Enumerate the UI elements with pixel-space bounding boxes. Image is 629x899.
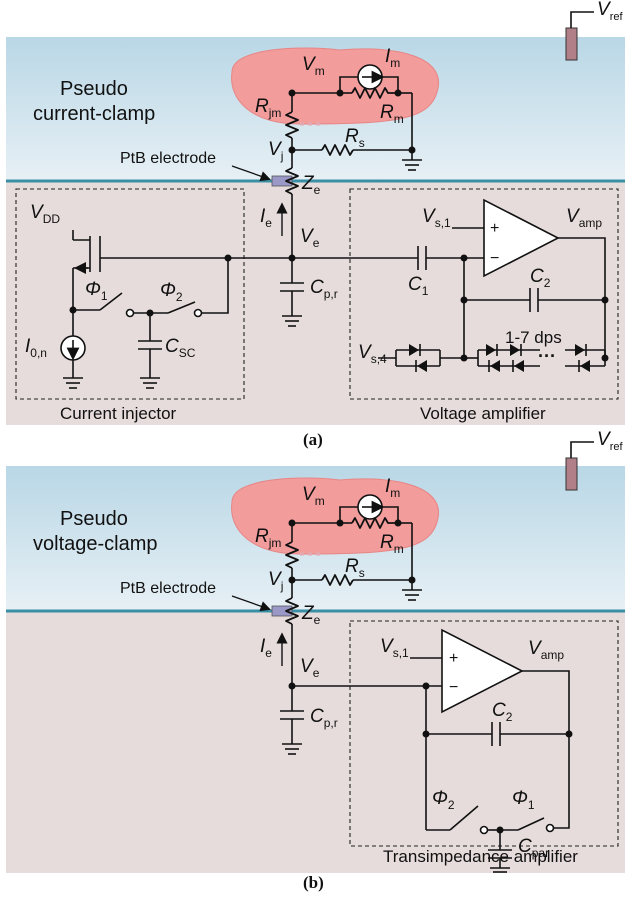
- vm-label: Vm: [302, 484, 325, 508]
- tissue-region: [6, 611, 625, 873]
- switch-phi2: [167, 301, 196, 314]
- plus-sign: +: [490, 220, 499, 237]
- ellipsis: ···: [538, 346, 556, 366]
- electrode-label: PtB electrode: [120, 580, 216, 597]
- ptb-electrode-pad: [271, 175, 293, 187]
- current-injector-label: Current injector: [60, 404, 177, 423]
- resistor-rjm: [285, 111, 299, 139]
- ground-symbol: [63, 377, 83, 389]
- vamp-label: Vamp: [566, 206, 602, 230]
- ze-label: Ze: [301, 603, 321, 627]
- ve-label: Ve: [300, 226, 320, 250]
- minus-sign: −: [449, 679, 458, 696]
- im-label: Im: [385, 46, 400, 70]
- rs-label: Rs: [345, 556, 365, 580]
- c1-label: C1: [408, 274, 429, 298]
- ve-label: Ve: [300, 656, 320, 680]
- resistor-rs: [321, 144, 354, 156]
- vm-label: Vm: [302, 54, 325, 78]
- vs4-label: Vs,4: [358, 342, 387, 366]
- im-label: Im: [385, 476, 400, 500]
- caption-b: (b): [303, 873, 324, 892]
- current-injector-box: [15, 188, 245, 400]
- region-title-line2: voltage-clamp: [33, 533, 158, 555]
- vamp-label: Vamp: [528, 638, 564, 662]
- ground-symbol: [282, 743, 302, 755]
- vref-electrode: [565, 11, 594, 61]
- impedance-ze: [285, 597, 299, 625]
- plus-sign: +: [449, 650, 458, 667]
- diode-pair-2: [477, 344, 540, 372]
- panel-b: Vref Pseudo voltage-clamp Vm Im Rjm: [6, 429, 625, 892]
- minus-sign: −: [490, 250, 499, 267]
- rs-label: Rs: [345, 126, 365, 150]
- ground-symbol: [402, 589, 422, 601]
- vs1-label: Vs,1: [422, 206, 451, 230]
- region-title-line1: Pseudo: [60, 508, 128, 530]
- caption-a: (a): [303, 430, 323, 449]
- tissue-region: [6, 181, 625, 425]
- phi1-label: Φ1: [85, 279, 108, 303]
- vj-label: Vj: [268, 569, 283, 593]
- phi2-label: Φ2: [432, 788, 455, 812]
- c2-label: C2: [492, 700, 513, 724]
- vdd-label: VDD: [30, 202, 60, 226]
- i0n-label: I0,n: [25, 336, 47, 360]
- opamp-transimpedance: [441, 628, 524, 714]
- switch-phi1: [99, 292, 123, 311]
- switch-phi1: [517, 817, 545, 831]
- ie-label: Ie: [260, 636, 272, 660]
- ground-symbol: [402, 159, 422, 171]
- dps-label: 1-7 dps: [505, 328, 562, 347]
- phi1-label: Φ1: [512, 788, 535, 812]
- resistor-rs: [321, 574, 354, 586]
- cpr-label: Cp,r: [310, 706, 338, 730]
- ground-symbol: [140, 377, 160, 389]
- resistor-rjm: [285, 541, 299, 569]
- rjm-label: Rjm: [255, 96, 281, 120]
- ie-label: Ie: [260, 206, 272, 230]
- impedance-ze: [285, 167, 299, 195]
- voltage-amplifier-box: [349, 188, 619, 400]
- opamp-voltage: [483, 198, 560, 278]
- resistor-rm: [351, 517, 398, 529]
- cell-body: [231, 477, 439, 555]
- electrode-label: PtB electrode: [120, 150, 216, 167]
- ptb-electrode-pad: [271, 605, 293, 617]
- phi2-label: Φ2: [160, 280, 183, 304]
- ground-symbol: [490, 867, 510, 873]
- switch-phi2: [449, 805, 479, 831]
- vref-electrode: [565, 441, 594, 491]
- ze-label: Ze: [301, 173, 321, 197]
- resistor-rm: [351, 87, 398, 99]
- ground-symbol: [282, 315, 302, 327]
- cpar-label: Cpar: [518, 836, 549, 860]
- panel-a: Vref Pseudo current-clamp Vm: [6, 0, 625, 449]
- cpr-label: Cp,r: [310, 277, 338, 301]
- vref-label: Vref: [597, 429, 623, 453]
- vs1-label: Vs,1: [380, 636, 409, 660]
- voltage-amplifier-label: Voltage amplifier: [420, 404, 546, 423]
- transimpedance-amplifier-box: [349, 620, 619, 847]
- rm-label: Rm: [380, 102, 404, 126]
- csc-label: CSC: [165, 336, 196, 360]
- transimpedance-amplifier-label: Transimpedance amplifier: [383, 847, 578, 866]
- region-title-line2: current-clamp: [33, 103, 155, 125]
- c2-label: C2: [530, 266, 551, 290]
- region-title-line1: Pseudo: [60, 78, 128, 100]
- cell-body: [231, 47, 439, 125]
- vref-label: Vref: [597, 0, 623, 23]
- rm-label: Rm: [380, 532, 404, 556]
- vj-label: Vj: [268, 139, 283, 163]
- rjm-label: Rjm: [255, 526, 281, 550]
